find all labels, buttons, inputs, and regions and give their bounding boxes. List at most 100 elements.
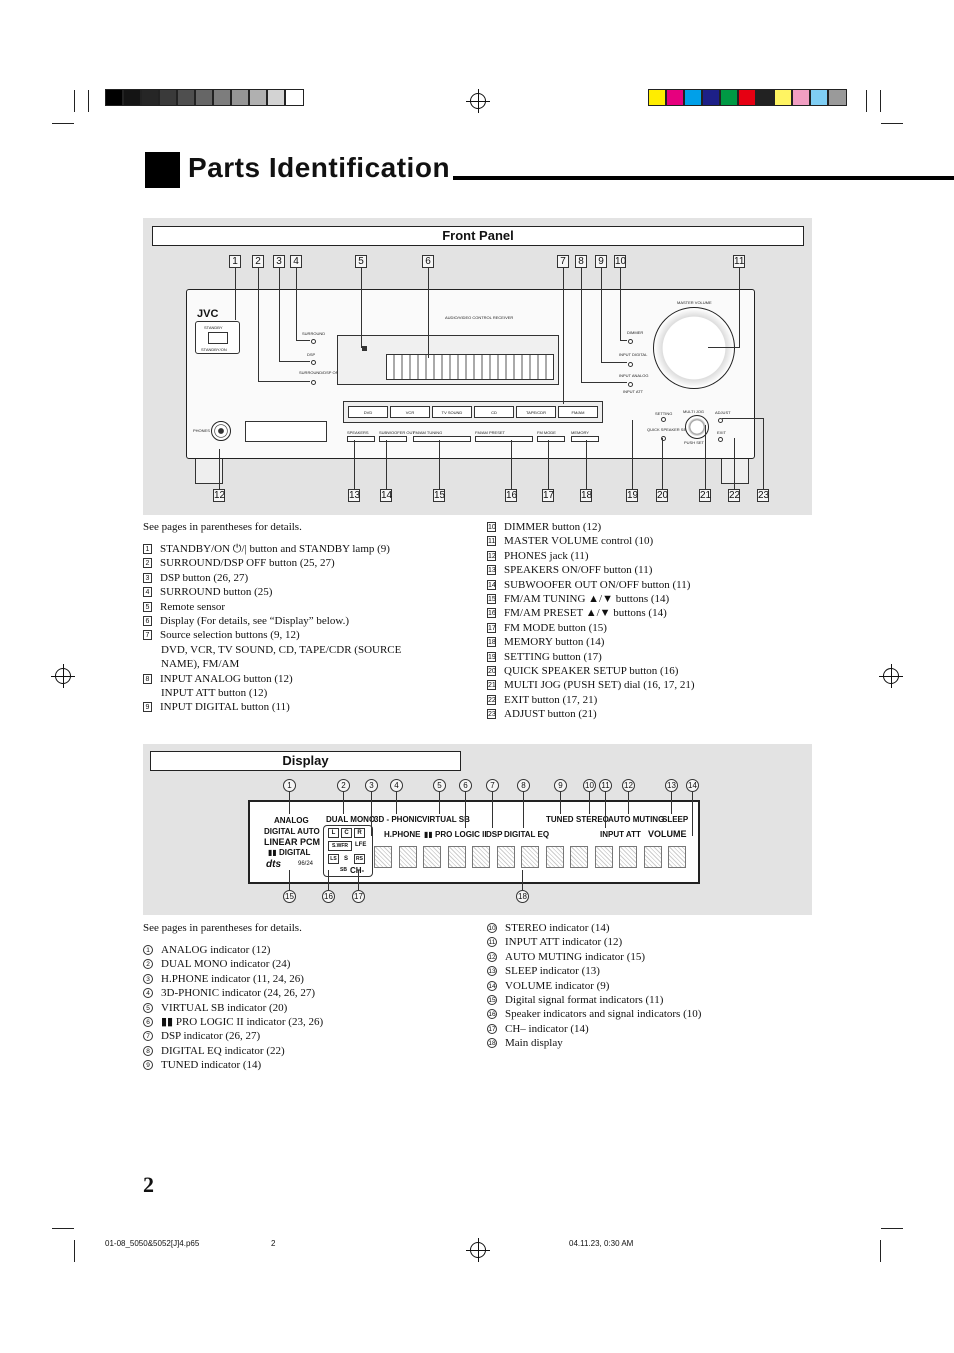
source-button[interactable]: FM/AM — [558, 406, 598, 418]
dimmer-button[interactable] — [628, 339, 633, 344]
display-character — [496, 846, 515, 868]
item-text: SETTING button (17) — [504, 650, 602, 663]
source-button[interactable]: VCR — [390, 406, 430, 418]
setting-button[interactable] — [661, 417, 666, 422]
item-number: 11 — [487, 536, 496, 547]
item-text: TUNED indicator (14) — [161, 1059, 262, 1072]
item-number: 9 — [143, 1060, 153, 1071]
callout-number: 23 — [757, 489, 770, 502]
bottom-button[interactable] — [571, 436, 599, 442]
bottom-button[interactable] — [475, 436, 533, 442]
callout-number: 17 — [352, 890, 365, 903]
item-text: SPEAKERS ON/OFF button (11) — [504, 564, 653, 577]
item-text: Display (For details, see “Display” belo… — [160, 615, 349, 627]
callout-number: 1 — [283, 779, 296, 792]
callout-number: 3 — [365, 779, 378, 792]
callout-number: 8 — [517, 779, 530, 792]
pro-logic-indicator: ▮▮ PRO LOGIC II — [424, 830, 487, 839]
item-number: 11 — [487, 937, 497, 948]
callout-number: 18 — [580, 489, 593, 502]
input-analog-button[interactable] — [628, 382, 633, 387]
exit-label: EXIT — [717, 430, 726, 435]
speaker-sb-indicator: SB — [340, 867, 347, 873]
item-number: 12 — [487, 951, 497, 962]
input-digital-button[interactable] — [628, 362, 633, 367]
callout-number: 5 — [355, 255, 367, 268]
item-text: FM MODE button (15) — [504, 621, 607, 634]
footer-file: 01-08_5050&5052[J]4.p65 — [105, 1239, 200, 1248]
item-number: 14 — [487, 579, 496, 590]
item-text: STANDBY/ON ⏻/| button and STANDBY lamp (… — [160, 543, 390, 555]
source-button[interactable]: TV SOUND — [432, 406, 472, 418]
item-text: VIRTUAL SB indicator (20) — [161, 1001, 288, 1014]
adjust-button[interactable] — [718, 418, 723, 423]
bottom-button[interactable] — [379, 436, 407, 442]
standby-on-button[interactable]: STANDBY STANDBY/ON — [195, 321, 240, 354]
standby-lamp-label: STANDBY — [204, 325, 223, 330]
registration-mark — [879, 664, 903, 688]
source-button[interactable]: CD — [474, 406, 514, 418]
item-text: EXIT button (17, 21) — [504, 693, 598, 706]
swfr-indicator: S.WFR — [328, 841, 352, 851]
quick-speaker-setup-button[interactable] — [661, 436, 666, 441]
item-text: ▮▮ PRO LOGIC II indicator (23, 26) — [161, 1016, 324, 1028]
dsp-button[interactable] — [311, 360, 316, 365]
display-character — [619, 846, 637, 868]
receiver-feet — [195, 459, 223, 484]
item-text: Digital signal format indicators (11) — [505, 994, 664, 1006]
surround-dsp-off-button[interactable] — [311, 380, 316, 385]
dd-digital-text: DIGITAL — [279, 848, 311, 857]
lfe-indicator: LFE — [355, 842, 367, 848]
bottom-button-label: SPEAKERS — [347, 430, 369, 435]
footer-date: 04.11.23, 0:30 AM — [569, 1239, 634, 1248]
model-label: AUDIO/VIDEO CONTROL RECEIVER — [445, 315, 514, 320]
item-text: Speaker indicators and signal indicators… — [505, 1008, 702, 1021]
bottom-button[interactable] — [537, 436, 565, 442]
display-character — [374, 846, 392, 868]
analog-indicator: ANALOG — [274, 816, 309, 825]
bottom-button[interactable] — [347, 436, 375, 442]
hphone-indicator: H.PHONE — [384, 830, 421, 839]
item-text: DVD, VCR, TV SOUND, CD, TAPE/CDR (SOURCE — [161, 643, 402, 656]
dimmer-label: DIMMER — [627, 330, 644, 335]
remote-sensor — [362, 346, 367, 351]
item-text: AUTO MUTING indicator (15) — [505, 950, 646, 963]
item-number: 21 — [487, 680, 496, 691]
callout-number: 1 — [229, 255, 241, 268]
source-button[interactable]: DVD — [348, 406, 388, 418]
push-set-label: PUSH SET — [684, 440, 705, 445]
surround-label: SURROUND — [302, 331, 326, 336]
item-number: 14 — [487, 980, 497, 991]
callout-number: 5 — [433, 779, 446, 792]
surround-button[interactable] — [311, 339, 316, 344]
callout-number: 11 — [599, 779, 612, 792]
item-number: 5 — [143, 1002, 153, 1013]
list-item: 9 TUNED indicator (14) — [143, 1058, 261, 1073]
source-button[interactable]: TAPE/CDR — [516, 406, 556, 418]
callout-number: 16 — [505, 489, 518, 502]
item-text: MASTER VOLUME control (10) — [504, 535, 654, 548]
dsp-label: DSP — [307, 352, 316, 357]
bottom-button[interactable] — [413, 436, 471, 442]
callout-number: 6 — [422, 255, 434, 268]
callout-number: 16 — [322, 890, 335, 903]
virtual-sb-indicator: VIRTUAL SB — [422, 815, 470, 824]
receiver-illustration: JVC STANDBY STANDBY/ON SURROUND DSP SURR… — [186, 289, 755, 484]
display-window — [337, 335, 559, 385]
exit-button[interactable] — [718, 437, 723, 442]
item-text: STEREO indicator (14) — [505, 922, 610, 934]
master-volume-knob[interactable] — [653, 307, 735, 389]
phones-jack[interactable] — [211, 421, 231, 441]
